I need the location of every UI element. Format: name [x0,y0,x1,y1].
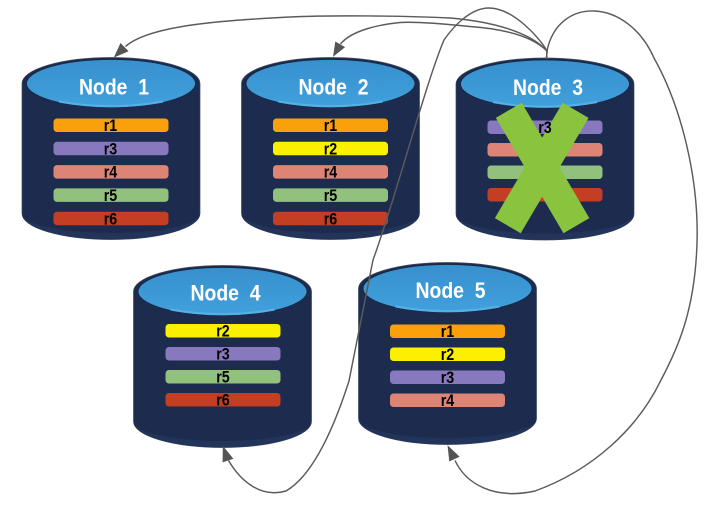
svg-text:Node 5: Node 5 [416,278,486,303]
svg-text:Node 3: Node 3 [513,75,583,100]
svg-text:r2: r2 [324,140,338,158]
svg-text:Node 4: Node 4 [191,281,262,306]
svg-text:r1: r1 [324,117,338,135]
svg-text:r6: r6 [104,210,118,228]
svg-text:r5: r5 [216,369,230,387]
svg-text:r3: r3 [441,369,455,387]
svg-text:r2: r2 [216,323,230,341]
svg-text:r4: r4 [324,164,338,182]
svg-text:r3: r3 [216,346,230,364]
svg-text:r1: r1 [104,117,118,135]
svg-text:r6: r6 [216,392,230,410]
svg-text:r4: r4 [441,392,455,410]
svg-text:r1: r1 [441,323,455,341]
svg-text:r5: r5 [324,187,338,205]
svg-text:r3: r3 [538,119,552,137]
svg-text:r4: r4 [104,164,118,182]
svg-text:r3: r3 [104,140,118,158]
svg-text:r5: r5 [104,187,118,205]
svg-text:Node 2: Node 2 [299,75,369,100]
svg-text:Node 1: Node 1 [79,75,149,100]
svg-text:r2: r2 [441,346,455,364]
svg-text:r6: r6 [324,210,338,228]
